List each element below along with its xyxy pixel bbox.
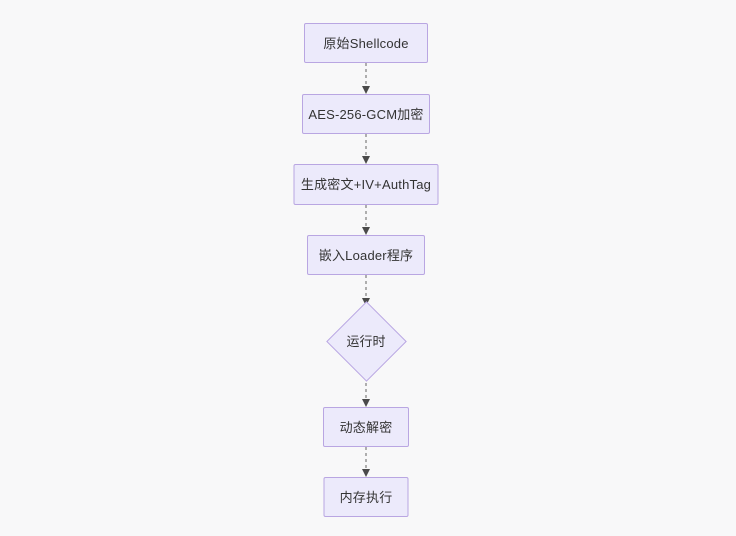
process-node-n7[interactable]: 内存执行	[323, 477, 409, 517]
process-node-n4[interactable]: 嵌入Loader程序	[307, 235, 425, 275]
node-label: 生成密文+IV+AuthTag	[300, 176, 432, 192]
process-node-n2[interactable]: AES-256-GCM加密	[302, 94, 430, 134]
process-node-n1[interactable]: 原始Shellcode	[304, 23, 428, 63]
node-label: 动态解密	[339, 419, 393, 435]
edge-n5-to-n6	[359, 377, 373, 407]
decision-node-n5[interactable]: 运行时	[325, 300, 407, 382]
edge-n3-to-n4	[359, 205, 373, 235]
edge-n2-to-n3	[359, 134, 373, 164]
edge-n1-to-n2	[359, 63, 373, 94]
node-label: 嵌入Loader程序	[318, 247, 414, 263]
node-label: 运行时	[346, 333, 386, 349]
process-node-n6[interactable]: 动态解密	[323, 407, 409, 447]
node-label: AES-256-GCM加密	[308, 106, 424, 122]
edge-n6-to-n7	[359, 447, 373, 477]
node-label: 原始Shellcode	[323, 35, 409, 51]
node-label: 内存执行	[339, 489, 393, 505]
process-node-n3[interactable]: 生成密文+IV+AuthTag	[293, 163, 439, 205]
